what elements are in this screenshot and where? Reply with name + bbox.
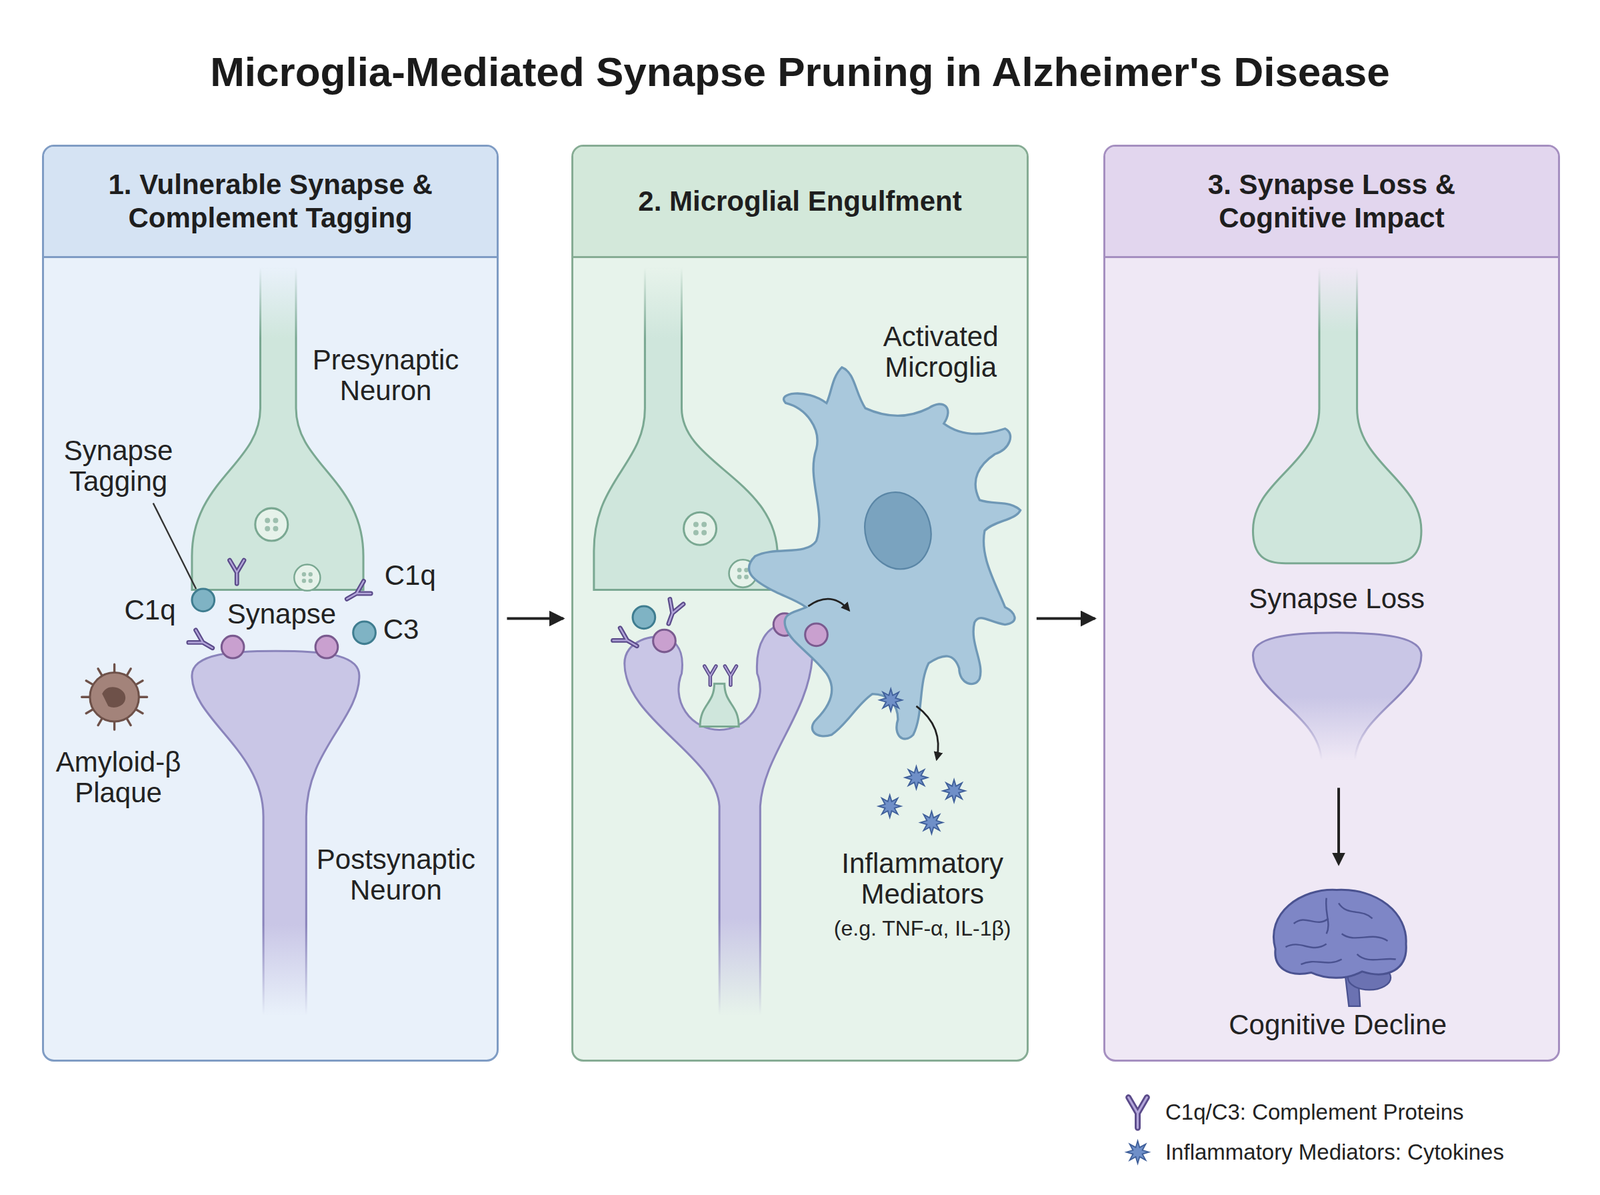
- plaque-spikes: [82, 664, 148, 730]
- leader-line: [153, 502, 196, 589]
- part-label: Synapse: [227, 598, 336, 630]
- part-label: (e.g. TNF-α, IL-1β): [834, 916, 1012, 940]
- part-label: Presynaptic Neuron: [292, 344, 480, 406]
- legend-symbol: [1126, 1140, 1150, 1164]
- part-label: Cognitive Decline: [1228, 1009, 1447, 1040]
- release-arrow: [916, 706, 938, 760]
- receptor: [805, 623, 828, 646]
- cytokine: [878, 794, 902, 818]
- complement-protein: [662, 599, 684, 626]
- vesicle: [684, 512, 717, 545]
- cytokine: [879, 688, 902, 712]
- receptor: [653, 629, 676, 652]
- complement-protein: [343, 580, 371, 605]
- part-label: C1q: [124, 594, 176, 626]
- cytokine: [942, 779, 966, 802]
- c3-protein: [353, 621, 376, 644]
- part-label: Synapse Loss: [1248, 583, 1425, 614]
- part-label: Amyloid-β Plaque: [45, 746, 192, 808]
- microglia-nucleus: [856, 484, 940, 577]
- complement-protein: [230, 560, 244, 584]
- receptor: [315, 635, 338, 658]
- plaque-core: [102, 686, 126, 708]
- flow-arrow: [506, 617, 564, 620]
- panel-heading: 3. Synapse Loss & Cognitive Impact: [1105, 146, 1559, 258]
- cytokine: [905, 766, 928, 789]
- panel-heading: 1. Vulnerable Synapse & Complement Taggi…: [44, 146, 498, 258]
- part-label: C1q: [384, 560, 436, 591]
- presynaptic-neuron: [1252, 267, 1422, 564]
- brain-sulci: [1285, 898, 1396, 964]
- legend-item: C1q/C3: Complement Proteins: [1165, 1099, 1464, 1125]
- c3-protein: [192, 588, 215, 612]
- complement-protein: [613, 628, 641, 652]
- postsynaptic-neuron: [1252, 632, 1422, 760]
- cytokine: [920, 811, 944, 834]
- postsynaptic-neuron: [624, 624, 813, 1016]
- diagram-title: Microglia-Mediated Synapse Pruning in Al…: [0, 48, 1600, 96]
- c3-protein: [632, 606, 656, 629]
- legend-text: C1q/C3: Complement Proteins: [1165, 1099, 1464, 1125]
- part-label: Postsynaptic Neuron: [302, 844, 490, 906]
- legend-symbol: [1128, 1097, 1148, 1128]
- receptor: [221, 635, 244, 658]
- presynaptic-neuron: [594, 267, 778, 590]
- postsynaptic-neuron: [192, 650, 360, 1015]
- part-label: C3: [383, 614, 420, 645]
- microglia-cell: [748, 367, 1020, 739]
- engulfed-fragment: [700, 683, 739, 726]
- vesicle: [255, 508, 288, 541]
- part-label: Activated Microglia: [860, 321, 1021, 383]
- presynaptic-neuron: [192, 267, 364, 590]
- complement-protein: [724, 666, 736, 685]
- flow-arrow: [1036, 617, 1096, 620]
- legend-item: Inflammatory Mediators: Cytokines: [1165, 1139, 1504, 1165]
- vesicle: [294, 564, 320, 591]
- amyloid-plaque: [90, 672, 139, 721]
- part-label: Inflammatory Mediators: [826, 848, 1020, 910]
- part-label: Synapse Tagging: [45, 435, 192, 497]
- panel-heading: 2. Microglial Engulfment: [573, 146, 1027, 258]
- engulf-arrow: [808, 598, 849, 610]
- complement-protein: [188, 630, 216, 654]
- brain: [1273, 889, 1406, 978]
- decline-arrow: [1337, 787, 1340, 863]
- legend-text: Inflammatory Mediators: Cytokines: [1165, 1139, 1504, 1165]
- complement-protein: [704, 666, 716, 685]
